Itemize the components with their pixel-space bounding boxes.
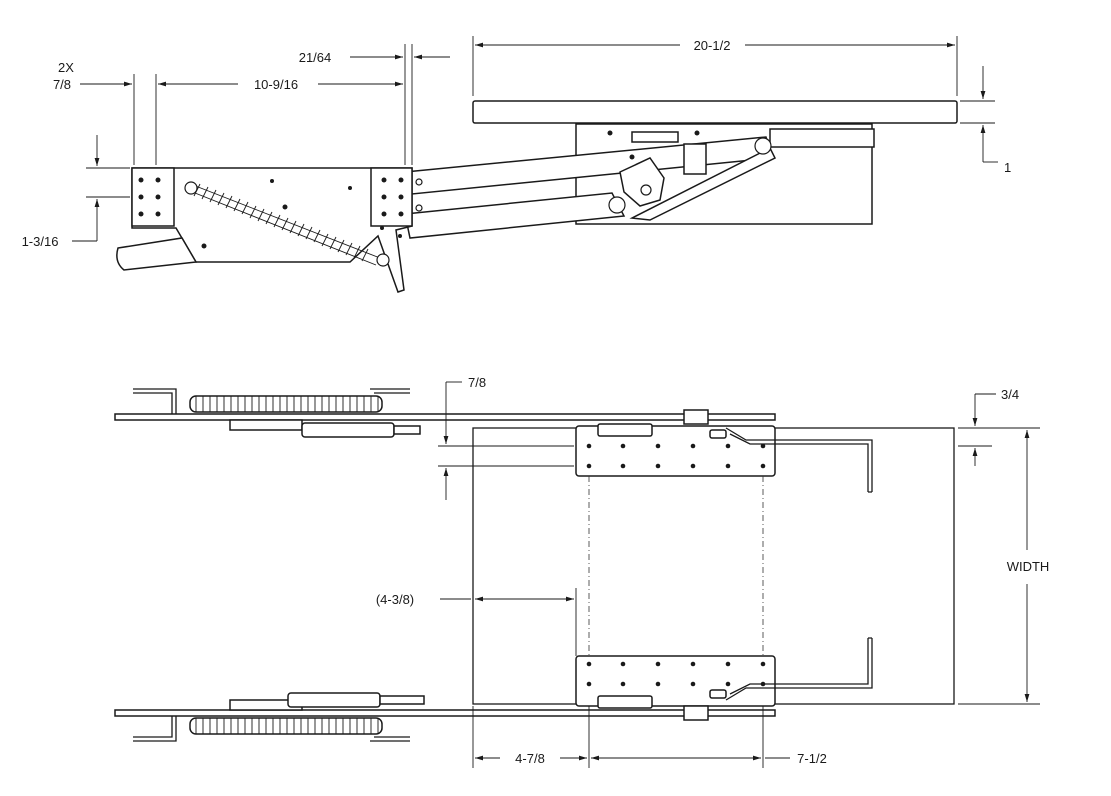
right-flange xyxy=(370,167,413,227)
rear-stop-bar xyxy=(769,128,875,148)
dim-inner-offset: (4-3/8) xyxy=(376,592,414,607)
dim-rear-offset: 7-1/2 xyxy=(797,751,827,766)
side-spring xyxy=(184,181,390,267)
top-rail-assembly xyxy=(114,388,873,493)
dim-bracket-offset: 7/8 xyxy=(468,375,486,390)
lower-arm xyxy=(404,192,626,239)
dim-qty-prefix: 2X xyxy=(58,60,74,75)
dim-offset-small: 21/64 xyxy=(299,50,332,65)
pivot-rear xyxy=(754,137,772,155)
latch-plate xyxy=(619,157,665,207)
release-handle xyxy=(116,237,198,271)
dim-setback: 3/4 xyxy=(1001,387,1019,402)
dim-hole-spacing: 1-3/16 xyxy=(22,234,59,249)
right-flange-holes xyxy=(381,177,404,217)
left-flange xyxy=(131,167,175,227)
dim-platform-length: 20-1/2 xyxy=(694,38,731,53)
dim-front-offset: 4-7/8 xyxy=(515,751,545,766)
diagonal-brace xyxy=(629,146,777,221)
dim-platform-thickness: 1 xyxy=(1004,160,1011,175)
plan-view-dimensions: 7/8 3/4 WIDTH (4-3/8) 4-7/8 7-1/2 xyxy=(376,375,1049,768)
side-view xyxy=(116,100,958,293)
bottom-rail-assembly xyxy=(114,637,873,742)
platform-side xyxy=(472,100,958,124)
side-view-dimensions: 20-1/2 1 2X 7/8 10-9/16 21/64 1-3/16 xyxy=(22,36,1011,249)
dim-width: WIDTH xyxy=(1007,559,1050,574)
left-flange-holes xyxy=(138,177,161,217)
pivot-lower xyxy=(608,196,626,214)
bottom-bracket-holes xyxy=(586,661,766,687)
top-bracket-holes xyxy=(586,443,766,469)
dim-flange-width: 7/8 xyxy=(53,77,71,92)
dim-pivot-spacing: 10-9/16 xyxy=(254,77,298,92)
latch-clip xyxy=(683,143,707,175)
plan-view xyxy=(114,388,955,742)
